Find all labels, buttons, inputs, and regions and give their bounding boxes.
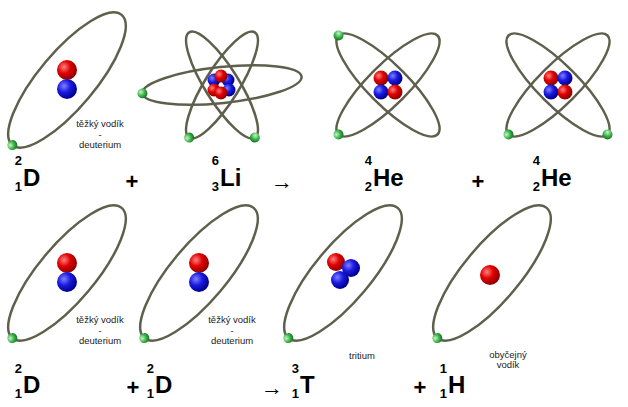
nuclide-number: 2 — [15, 154, 22, 167]
atom-note: tritium — [338, 351, 386, 361]
reaction-operator: → — [271, 171, 293, 193]
nuclide-number: 6 — [212, 154, 219, 167]
reaction-operator: + — [127, 377, 140, 399]
nuclide-number: 4 — [365, 154, 372, 167]
atom-note: těžký vodík - deuterium — [76, 119, 124, 150]
reaction-operator: + — [126, 171, 139, 193]
nuclide-number: 1 — [147, 387, 154, 400]
element-symbol: H — [448, 373, 465, 397]
element-symbol: D — [155, 373, 172, 397]
atom-note: těžký vodík - deuterium — [208, 315, 256, 346]
atom-note: obyčejný vodík — [484, 350, 532, 371]
nuclide-number: 1 — [15, 180, 22, 193]
element-symbol: He — [373, 166, 404, 190]
reaction-operator: + — [414, 377, 427, 399]
atom-note: těžký vodík - deuterium — [76, 315, 124, 346]
reaction-operator: + — [472, 171, 485, 193]
element-symbol: He — [541, 166, 572, 190]
nuclide-number: 2 — [15, 362, 22, 375]
nuclide-number: 3 — [292, 362, 299, 375]
nuclide-number: 1 — [440, 362, 447, 375]
element-symbol: Li — [220, 166, 241, 190]
nuclide-number: 4 — [533, 154, 540, 167]
nuclide-number: 1 — [292, 387, 299, 400]
nuclide-number: 1 — [440, 387, 447, 400]
nuclide-number: 2 — [533, 180, 540, 193]
element-symbol: T — [300, 373, 315, 397]
element-symbol: D — [23, 373, 40, 397]
nuclide-number: 2 — [147, 362, 154, 375]
nuclide-number: 2 — [365, 180, 372, 193]
element-symbol: D — [23, 166, 40, 190]
nuclide-number: 1 — [15, 387, 22, 400]
nuclide-number: 3 — [212, 180, 219, 193]
reaction-operator: → — [261, 377, 283, 399]
